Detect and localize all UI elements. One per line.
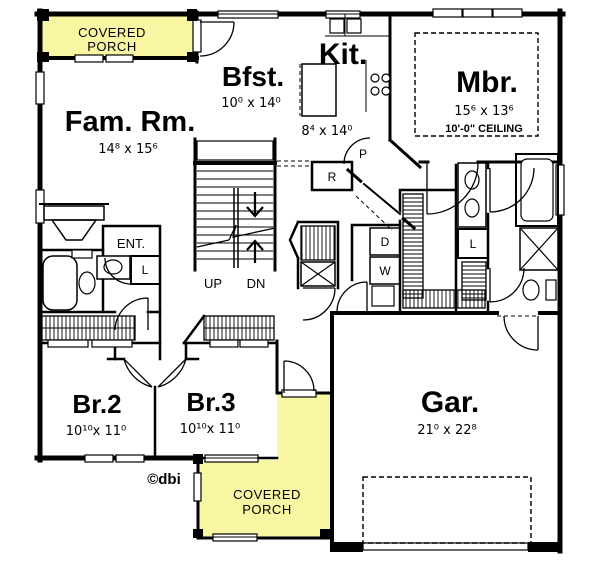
room-label-fam: Fam. Rm. (65, 106, 196, 138)
mbr-door (426, 162, 479, 215)
master-tub (515, 153, 559, 227)
room-label-br3: Br.3 (186, 387, 235, 417)
room-dims-fam: 14⁸ x 15⁶ (98, 142, 157, 157)
room-label-bfst: Bfst. (222, 61, 284, 92)
bath-door (114, 297, 149, 331)
cooktop (370, 73, 391, 96)
room-label-br2: Br.2 (72, 389, 121, 419)
porch-door (283, 360, 315, 393)
master-closet-side (402, 193, 424, 299)
room-dims-br2: 10¹⁰x 11⁰ (66, 424, 127, 439)
master-bath-door (489, 167, 535, 213)
stair-treads (197, 170, 273, 260)
pantry-label: P (359, 147, 367, 161)
coat-closet (300, 225, 336, 261)
porch-fills (41, 13, 330, 538)
toilet-hall (78, 271, 96, 295)
mbr-ceiling-outline (414, 32, 539, 137)
kitchen-sink-left (329, 18, 345, 34)
laundry-sink (371, 285, 395, 307)
front-door (199, 21, 235, 57)
linen-master-box (457, 228, 489, 259)
room-dims-gar: 21⁰ x 22⁸ (417, 423, 476, 438)
linen-hall-box (130, 255, 161, 285)
fixtures-group (39, 14, 559, 311)
room-dims-br3: 10¹⁰x 11⁰ (180, 422, 241, 437)
linen-master-label: L (470, 237, 477, 251)
porch-bottom-label-1: COVERED (233, 487, 301, 502)
room-label-kit: Kit. (319, 38, 367, 71)
dryer-box (369, 227, 401, 256)
porch-top-label-2: PORCH (87, 39, 136, 54)
room-label-gar: Gar. (421, 386, 479, 419)
mbr-ceiling-note: 10'-0" CEILING (445, 123, 523, 135)
copyright-mark: ©dbi (147, 471, 181, 488)
labels: COVERED PORCH Fam. Rm. 14⁸ x 15⁶ Bfst. 1… (65, 25, 523, 517)
room-dims-mbr: 15⁶ x 13⁶ (454, 104, 513, 119)
doors (104, 21, 539, 393)
laundry-door (336, 281, 368, 313)
stair-direction-arrows (246, 192, 264, 263)
linen-door (104, 257, 132, 285)
linen-hall-label: L (142, 263, 149, 277)
toilet-master (522, 279, 540, 301)
stair-break-line (196, 224, 276, 248)
covered-porch-top-area (41, 13, 197, 59)
garage-door-outline (362, 476, 532, 544)
porch-walls (37, 9, 334, 542)
dryer-label: D (381, 235, 390, 249)
covered-porch-bottom-area (198, 393, 330, 538)
stairs-up-label: UP (204, 276, 222, 291)
toilet-room-door (489, 267, 525, 303)
bathtub-hall (42, 255, 78, 311)
staircase (193, 137, 277, 272)
br2-door (123, 358, 153, 388)
pantry-door (343, 137, 371, 165)
linen-hatch (461, 261, 487, 301)
dashed-details (277, 32, 539, 544)
coat-closet-door (302, 287, 336, 321)
refrigerator-box (310, 160, 354, 192)
room-dims-bfst: 10⁰ x 14⁰ (221, 96, 280, 111)
kitchen-sink-right (346, 18, 362, 34)
garage-door-panel (362, 542, 529, 551)
kitchen-island (301, 63, 337, 117)
master-shower (519, 227, 559, 271)
washer-label: W (379, 264, 391, 278)
fridge-label: R (328, 170, 337, 184)
fireplace (43, 205, 105, 221)
garage-entry-door (503, 315, 539, 351)
porch-top-label-1: COVERED (78, 25, 146, 40)
porch-bottom-label-2: PORCH (242, 502, 291, 517)
washer-box (369, 256, 401, 285)
br3-door (157, 358, 187, 388)
room-label-mbr: Mbr. (456, 66, 518, 99)
entry-label: ENT. (117, 236, 145, 251)
stairs-dn-label: DN (247, 276, 266, 291)
closets (41, 193, 487, 348)
room-dims-kit: 8⁴ x 14⁰ (301, 124, 352, 139)
